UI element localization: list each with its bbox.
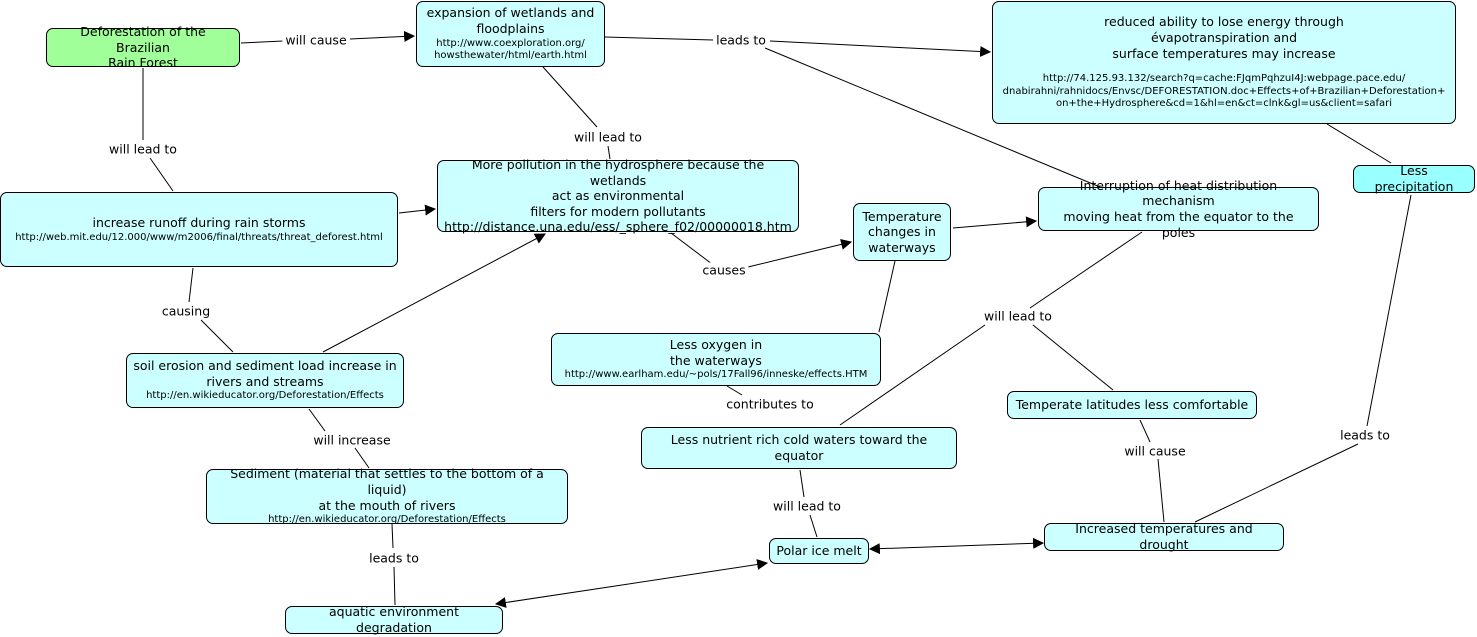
edge-oxygen-contributes xyxy=(726,385,743,396)
edge-polar-increased xyxy=(868,537,1045,555)
edge-causes-temp xyxy=(747,238,853,268)
edge-wetlands-label xyxy=(604,36,714,41)
edge-aquatic-polar xyxy=(494,559,769,608)
node-text: Interruption of heat distribution mechan… xyxy=(1063,177,1294,240)
node-wetlands[interactable]: expansion of wetlands and floodplains ht… xyxy=(416,1,605,67)
node-text: Less nutrient rich cold waters toward th… xyxy=(670,432,928,463)
edge-willcause-increased xyxy=(1157,458,1165,523)
node-less-nutrient[interactable]: Less nutrient rich cold waters toward th… xyxy=(641,427,957,469)
link-label-will-increase: will increase xyxy=(310,432,394,448)
link-label-leads-to: leads to xyxy=(713,32,769,48)
node-less-oxygen[interactable]: Less oxygen in the waterways http://www.… xyxy=(551,333,881,386)
node-text: soil erosion and sediment load increase … xyxy=(133,358,397,389)
node-text: Less precipitation xyxy=(1374,163,1454,194)
node-url: http://www.earlham.edu/~pols/17Fall96/in… xyxy=(564,369,868,381)
edge-deforestation-label xyxy=(240,40,284,44)
edge-label-wetlands xyxy=(349,30,416,42)
edge-sediment-leadsto xyxy=(391,523,394,549)
link-label-contributes-to: contributes to xyxy=(723,396,817,412)
edge-willlead-polar xyxy=(809,514,818,538)
node-url: http://www.coexploration.org/ howsthewat… xyxy=(434,37,587,62)
edge-runoff-pollution xyxy=(398,204,437,216)
node-url: http://74.125.93.132/search?q=cache:FJqm… xyxy=(1002,73,1446,110)
node-text: increase runoff during rain storms xyxy=(92,214,306,230)
edge-temperate-willcause xyxy=(1139,419,1151,443)
node-heat-interruption[interactable]: Interruption of heat distribution mechan… xyxy=(1038,178,1319,240)
node-text: aquatic environment degradation xyxy=(328,604,459,635)
node-runoff[interactable]: increase runoff during rain storms http:… xyxy=(0,192,398,267)
edge-precip-leadsto xyxy=(1366,194,1412,427)
edge-soil-willincrease xyxy=(308,408,326,432)
node-soil-erosion[interactable]: soil erosion and sediment load increase … xyxy=(126,353,404,408)
node-text: Sediment (material that settles to the b… xyxy=(230,466,544,513)
edge-willincrease-sediment xyxy=(354,447,370,469)
node-text: Temperate latitudes less comfortable xyxy=(1015,397,1249,413)
node-increased-temps[interactable]: Increased temperatures and drought xyxy=(1044,521,1284,552)
edge-pollution-causes xyxy=(670,232,713,265)
edge-temp-heat xyxy=(952,216,1038,229)
node-url: http://en.wikieducator.org/Deforestation… xyxy=(268,514,506,526)
edge-willlead-pollution xyxy=(607,145,611,160)
edge-runoff-causing xyxy=(188,267,194,303)
node-more-pollution[interactable]: More pollution in the hydrosphere becaus… xyxy=(437,156,799,235)
link-label-will-lead-to: will lead to xyxy=(106,141,180,157)
node-text: Increased temperatures and drought xyxy=(1075,521,1253,552)
edge-temp-oxygen xyxy=(878,260,896,333)
node-aquatic[interactable]: aquatic environment degradation xyxy=(285,604,503,635)
edge-wetlands-willlead xyxy=(542,66,598,128)
edge-nutrient-willlead xyxy=(799,469,805,498)
edge-heat-willlead xyxy=(1029,231,1143,309)
edge-reduced-precip xyxy=(1326,123,1392,164)
node-text: Temperature changes in waterways xyxy=(862,208,942,255)
node-text: Polar ice melt xyxy=(776,543,862,559)
node-temp-changes[interactable]: Temperature changes in waterways xyxy=(853,203,951,261)
node-text: expansion of wetlands and floodplains xyxy=(426,5,595,36)
node-less-precipitation[interactable]: Less precipitation xyxy=(1353,163,1475,194)
node-deforestation[interactable]: Deforestation of the Brazilian Rain Fore… xyxy=(46,24,240,70)
link-label-leads-to: leads to xyxy=(366,550,422,566)
node-temperate[interactable]: Temperate latitudes less comfortable xyxy=(1007,391,1257,419)
node-url: http://web.mit.edu/12.000/www/m2006/fina… xyxy=(15,231,383,243)
edge-leadsto-aquatic xyxy=(393,566,396,606)
link-label-causes: causes xyxy=(699,262,749,278)
edge-willlead-runoff xyxy=(149,157,174,192)
node-text: reduced ability to lose energy through é… xyxy=(1104,14,1344,61)
link-label-will-lead-to: will lead to xyxy=(571,129,645,145)
edge-label-heat xyxy=(764,47,1101,188)
edge-soil-pollution xyxy=(322,233,546,353)
link-label-causing: causing xyxy=(158,303,214,319)
link-label-will-cause: will cause xyxy=(282,32,350,48)
link-label-will-lead-to: will lead to xyxy=(770,498,844,514)
edge-label-reduced xyxy=(769,40,992,57)
link-label-will-cause: will cause xyxy=(1121,443,1189,459)
edge-willlead-temperate xyxy=(1032,324,1114,391)
link-label-will-lead-to: will lead to xyxy=(981,308,1055,324)
link-label-leads-to: leads to xyxy=(1337,427,1393,443)
node-polar-ice[interactable]: Polar ice melt xyxy=(769,538,869,564)
node-url: http://en.wikieducator.org/Deforestation… xyxy=(146,390,384,402)
node-reduced-ability[interactable]: reduced ability to lose energy through é… xyxy=(992,1,1456,124)
edge-leadsto-increased xyxy=(1194,443,1359,523)
edge-causing-soil xyxy=(200,319,234,353)
node-text: Deforestation of the Brazilian Rain Fore… xyxy=(80,24,206,71)
node-sediment[interactable]: Sediment (material that settles to the b… xyxy=(206,466,568,526)
node-text: More pollution in the hydrosphere becaus… xyxy=(444,156,792,235)
node-text: Less oxygen in the waterways xyxy=(669,337,763,368)
edge-willlead-nutrient xyxy=(839,324,986,426)
